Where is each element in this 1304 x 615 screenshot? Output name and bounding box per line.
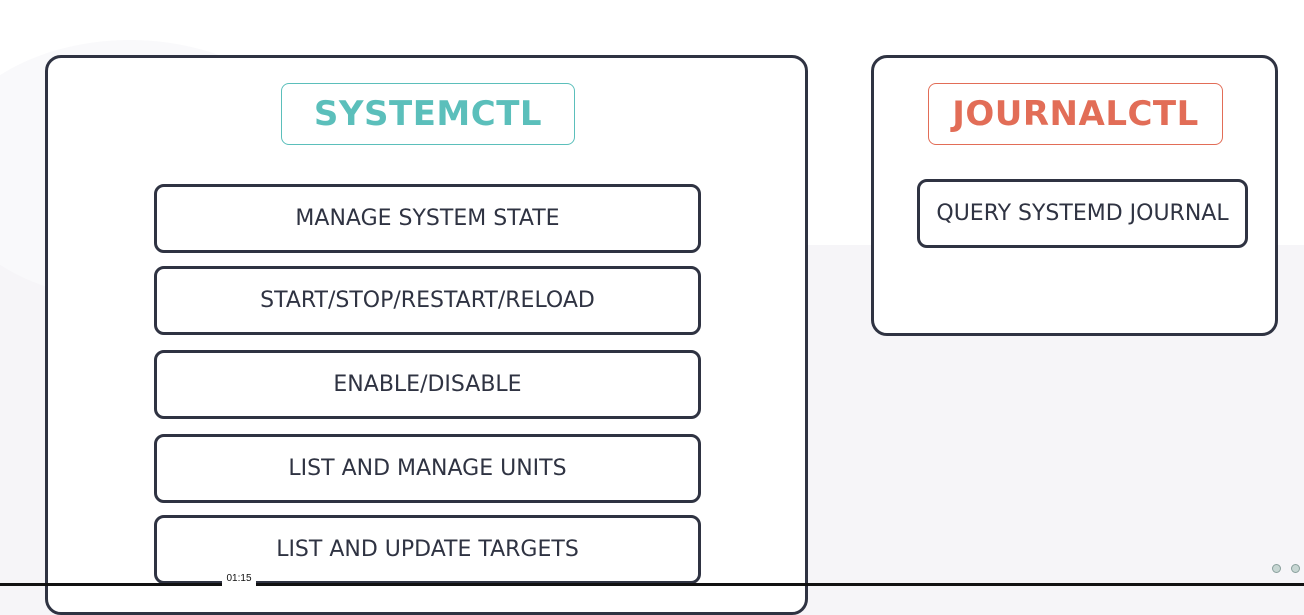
playback-timestamp: 01:15: [222, 572, 256, 586]
journalctl-title: JOURNALCTL: [928, 83, 1223, 145]
systemctl-item-list-manage-units: LIST AND MANAGE UNITS: [154, 434, 701, 503]
progress-track[interactable]: [0, 583, 1304, 586]
slide-indicator-dot[interactable]: [1291, 564, 1300, 573]
slide-indicator-dot[interactable]: [1272, 564, 1281, 573]
systemctl-item-list-update-targets: LIST AND UPDATE TARGETS: [154, 515, 701, 584]
systemctl-panel: SYSTEMCTL MANAGE SYSTEM STATE START/STOP…: [45, 55, 808, 615]
systemctl-item-enable-disable: ENABLE/DISABLE: [154, 350, 701, 419]
journalctl-panel: JOURNALCTL QUERY SYSTEMD JOURNAL: [871, 55, 1278, 336]
systemctl-title: SYSTEMCTL: [281, 83, 575, 145]
systemctl-item-start-stop-restart-reload: START/STOP/RESTART/RELOAD: [154, 266, 701, 335]
systemctl-item-manage-system-state: MANAGE SYSTEM STATE: [154, 184, 701, 253]
journalctl-item-query-systemd-journal: QUERY SYSTEMD JOURNAL: [917, 179, 1248, 248]
